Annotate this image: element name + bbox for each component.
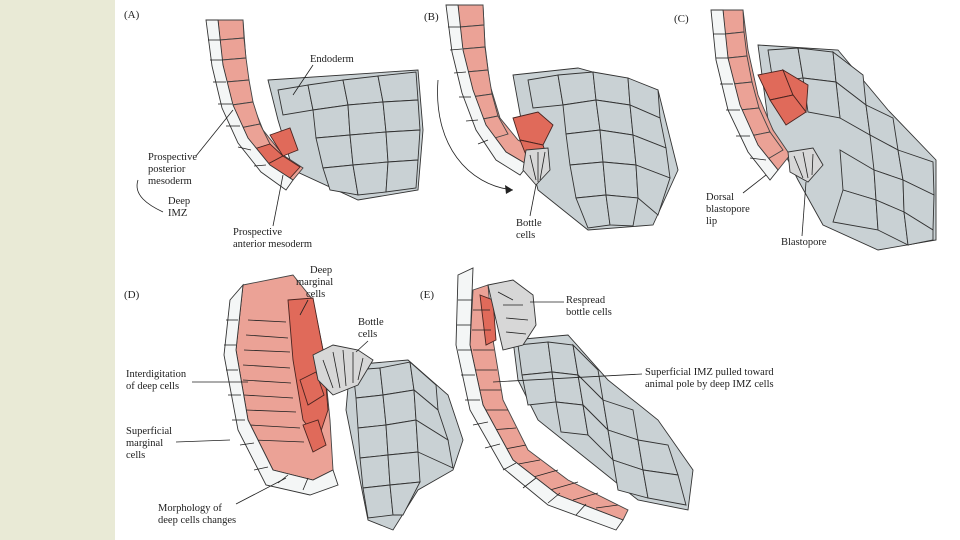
label-bottle-cells-d-1: Bottle	[358, 317, 384, 328]
label-respread-2: bottle cells	[566, 307, 612, 318]
slide-side-strip	[0, 0, 115, 540]
leader-prospective-posterior	[195, 109, 234, 157]
panel-d-mesoderm-cells	[235, 274, 334, 481]
panel-b-bottle-cells	[522, 147, 551, 186]
panel-d-bottle-cells	[312, 344, 374, 396]
panel-b-endoderm-cells	[512, 67, 679, 231]
leader-deep-marginal	[299, 299, 309, 316]
label-deep-marginal-1: Deep	[310, 265, 332, 276]
panel-d-superficial-cells	[223, 283, 339, 496]
panel-e-bottle-cells	[487, 279, 537, 351]
leader-blastopore	[801, 181, 807, 237]
label-prospective-anterior-2: anterior mesoderm	[233, 239, 312, 250]
label-superficial-imz-2: animal pole by deep IMZ cells	[645, 379, 774, 390]
leader-morphology	[235, 477, 287, 505]
label-superficial-marginal-1: Superficial	[126, 426, 172, 437]
panel-c-label: (C)	[674, 13, 689, 25]
label-superficial-imz-1: Superficial IMZ pulled toward	[645, 367, 774, 378]
label-blastopore: Blastopore	[781, 237, 827, 248]
panel-c-superficial-cells	[710, 9, 779, 181]
panel-b	[437, 4, 679, 231]
leader-bottle-cells-b	[529, 184, 537, 217]
label-prospective-anterior-1: Prospective	[233, 227, 282, 238]
panel-a-endoderm-cells	[267, 69, 424, 201]
panel-b-movement-arrow	[437, 79, 514, 191]
gastrulation-diagram: (A) Endoderm Prospective posterior mesod…	[124, 4, 937, 531]
label-superficial-marginal-2: marginal	[126, 438, 163, 449]
leader-superficial-marginal	[175, 439, 231, 443]
label-morphology-2: deep cells changes	[158, 515, 236, 526]
label-endoderm: Endoderm	[310, 54, 354, 65]
leader-endoderm	[292, 64, 314, 96]
panel-e-superficial-cells	[455, 267, 624, 531]
label-bottle-cells-b-2: cells	[516, 230, 535, 241]
label-prospective-posterior-2: posterior	[148, 164, 186, 175]
panel-a-superficial-cells	[205, 19, 294, 191]
panel-a	[205, 19, 424, 201]
label-respread-1: Respread	[566, 295, 606, 306]
panel-b-arrow-head	[505, 185, 513, 194]
panel-c-mesoderm-cells	[722, 9, 809, 171]
leader-prospective-anterior	[272, 174, 284, 227]
panel-d	[223, 274, 464, 531]
label-dorsal-lip-2: blastopore	[706, 204, 750, 215]
label-bottle-cells-d-2: cells	[358, 329, 377, 340]
panel-b-mesoderm-cells	[457, 4, 554, 166]
panel-c	[710, 9, 937, 251]
label-interdigitation-2: of deep cells	[126, 381, 179, 392]
label-bottle-cells-b-1: Bottle	[516, 218, 542, 229]
label-superficial-marginal-3: cells	[126, 450, 145, 461]
label-prospective-posterior-1: Prospective	[148, 152, 197, 163]
label-deep-imz-2: IMZ	[168, 208, 187, 219]
label-deep-imz-1: Deep	[168, 196, 190, 207]
label-dorsal-lip-1: Dorsal	[706, 192, 734, 203]
bracket-deep-imz	[136, 179, 164, 213]
panel-b-label: (B)	[424, 11, 439, 23]
leader-superficial-imz	[492, 373, 643, 383]
leader-dorsal-lip	[742, 174, 767, 194]
label-morphology-1: Morphology of	[158, 503, 222, 514]
panel-a-label: (A)	[124, 9, 140, 21]
leader-bottle-cells-d	[355, 340, 369, 353]
panel-e-label: (E)	[420, 289, 434, 301]
panel-d-endoderm-cells	[345, 359, 464, 531]
panel-c-bottle-cells	[787, 147, 824, 183]
panel-d-label: (D)	[124, 289, 140, 301]
gastrulation-figure: (A) Endoderm Prospective posterior mesod…	[118, 0, 960, 540]
label-dorsal-lip-3: lip	[706, 216, 717, 227]
label-deep-marginal-3: cells	[306, 289, 325, 300]
label-prospective-posterior-3: mesoderm	[148, 176, 192, 187]
label-interdigitation-1: Interdigitation	[126, 369, 187, 380]
label-deep-marginal-2: marginal	[296, 277, 333, 288]
